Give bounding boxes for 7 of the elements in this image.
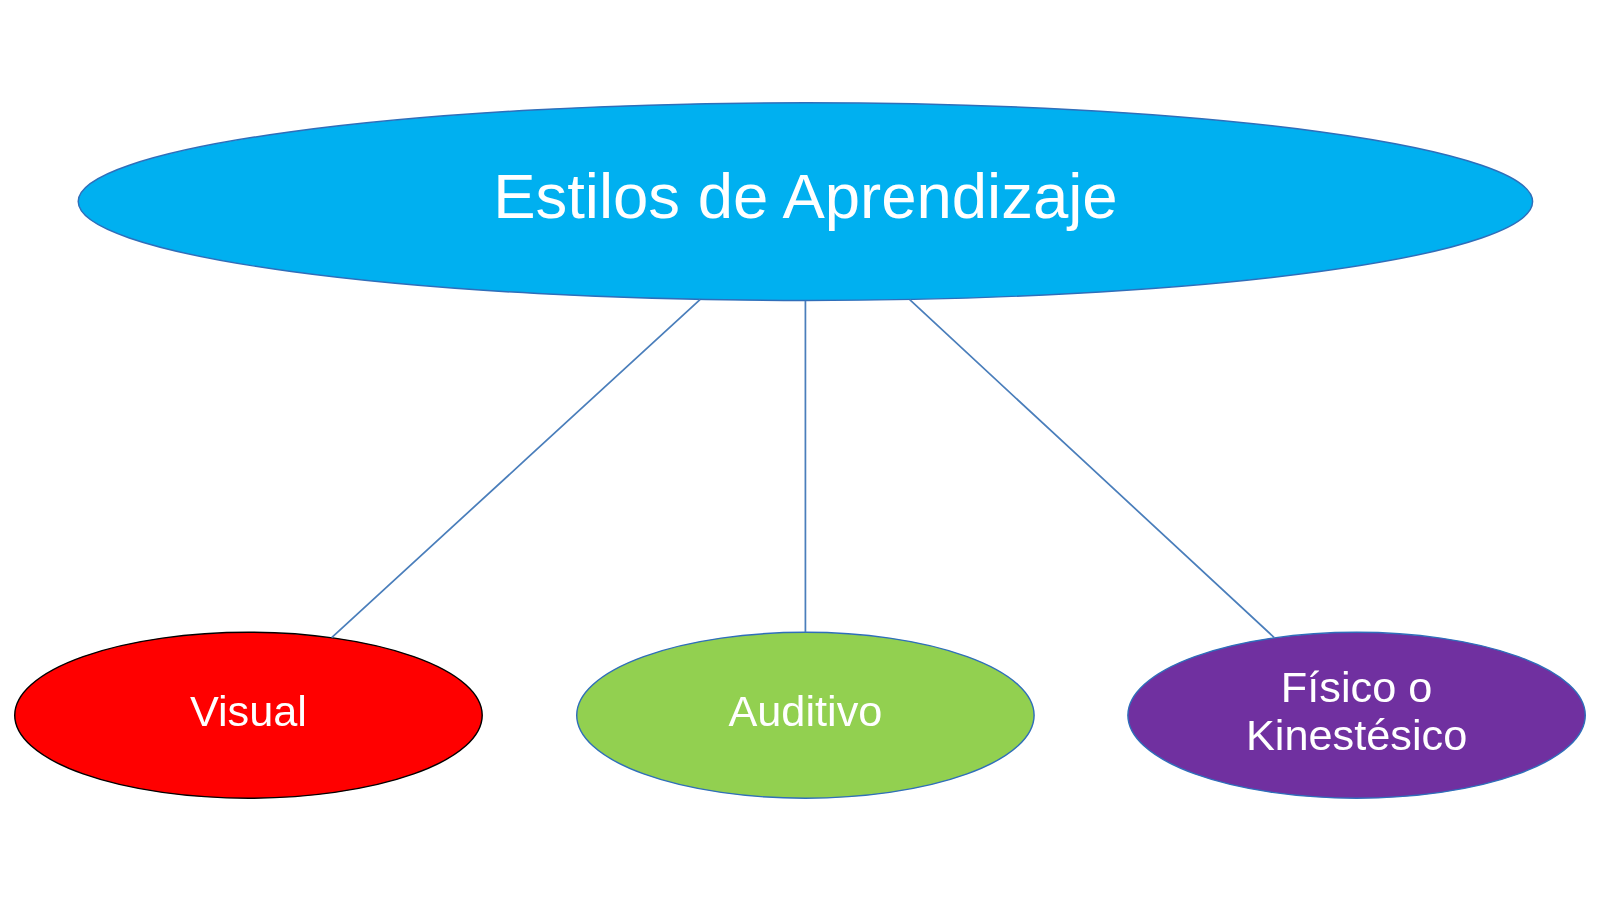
- connector: [908, 298, 1276, 638]
- node-ellipse: Físico o Kinestésico: [1127, 631, 1586, 799]
- connector: [804, 299, 807, 633]
- node-ellipse: Visual: [14, 631, 483, 799]
- node-ellipse: Estilos de Aprendizaje: [77, 101, 1534, 301]
- node-ellipse: Auditivo: [576, 631, 1035, 799]
- connector: [330, 298, 701, 638]
